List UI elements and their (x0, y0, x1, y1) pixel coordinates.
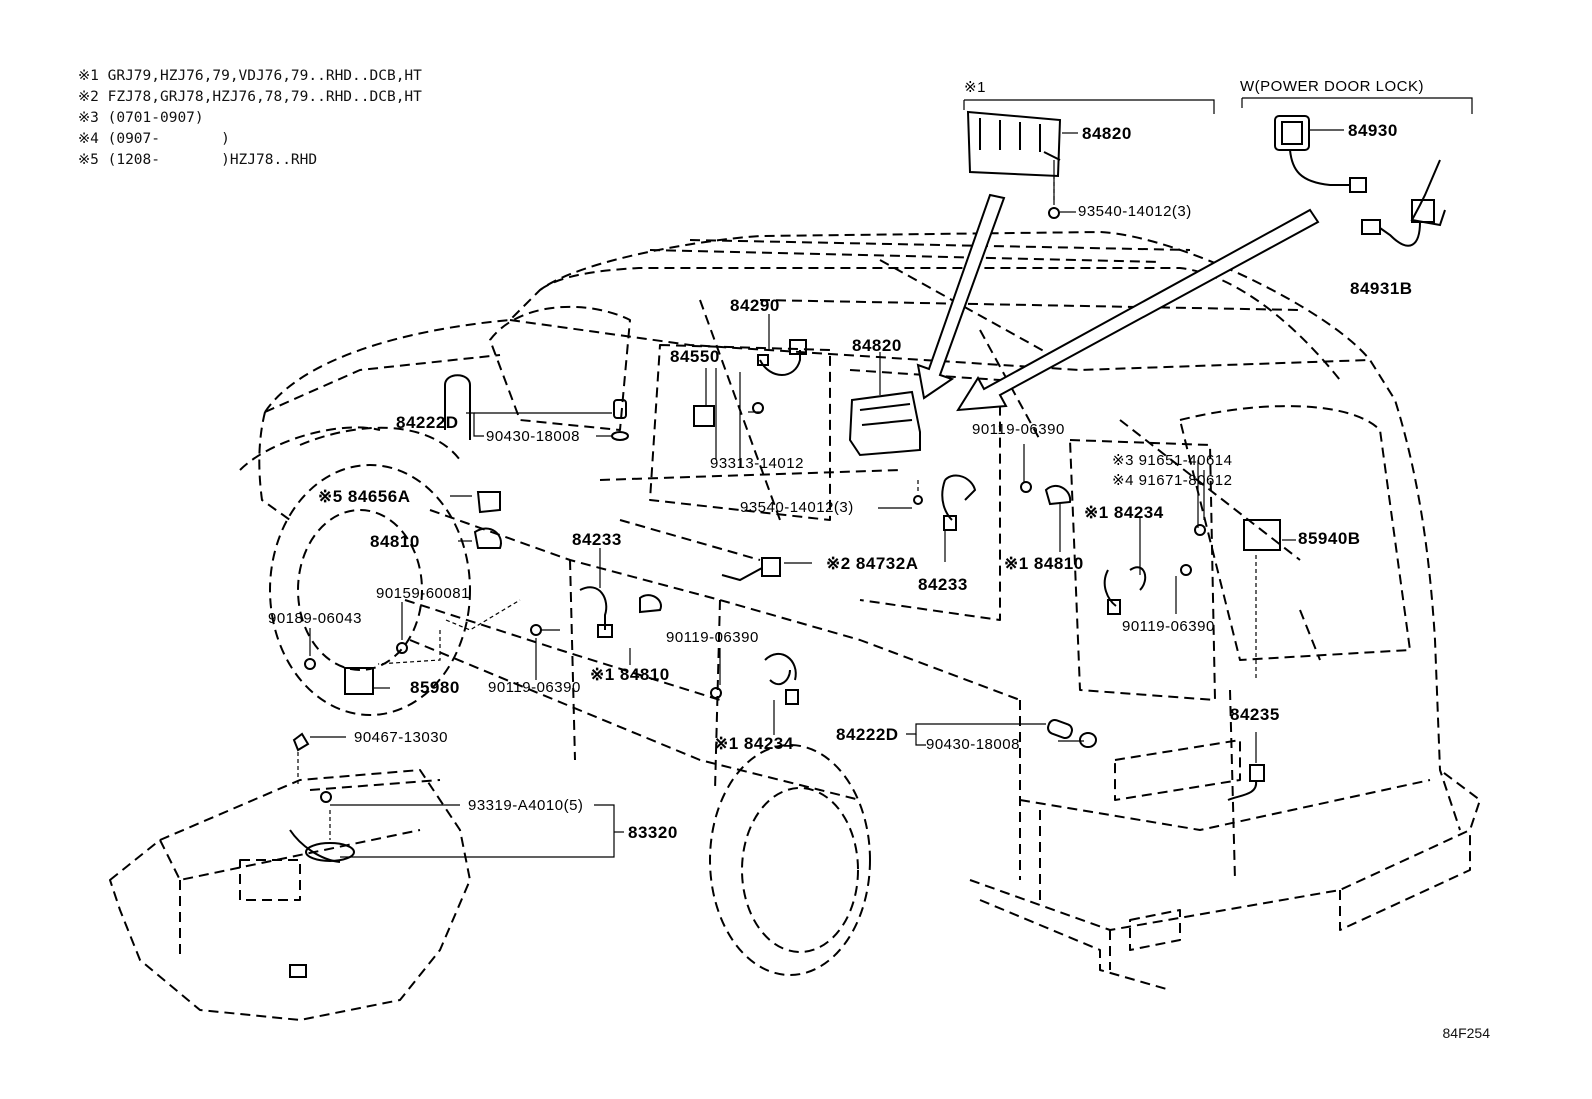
fuel-tank (109, 769, 471, 1021)
part-label-84233-center[interactable]: 84233 (918, 575, 968, 594)
master-switch-84820-mid (848, 390, 921, 457)
part-label-93313[interactable]: 93313-14012 (710, 455, 804, 472)
part-label-84810-left[interactable]: 84810 (370, 532, 420, 551)
part-label-90189[interactable]: 90189-06043 (268, 610, 362, 627)
group-label-1: ※1 (964, 79, 986, 96)
part-label-84732a[interactable]: ※2 84732A (826, 554, 919, 573)
note-4: ※4 (0907- ) (78, 131, 230, 147)
part-label-84234-low[interactable]: ※1 84234 (714, 734, 794, 753)
part-label-91651[interactable]: ※3 91651-40614 (1112, 452, 1233, 469)
part-label-90119-center[interactable]: 90119-06390 (666, 629, 759, 646)
arrow-to-84820 (916, 193, 1006, 400)
body-outline (264, 231, 1461, 831)
note-5: ※5 (1208- )HZJ78..RHD (78, 152, 318, 168)
part-label-84233-mid[interactable]: 84233 (572, 530, 622, 549)
part-label-90159[interactable]: 90159-60081 (376, 585, 470, 602)
part-label-84930[interactable]: 84930 (1348, 121, 1398, 140)
part-label-90119-left[interactable]: 90119-06390 (488, 679, 581, 696)
switch-84930 (1274, 115, 1310, 151)
relay-85940b (1243, 519, 1281, 551)
arrow-from-power-lock (956, 208, 1320, 412)
part-label-90430-top[interactable]: 90430-18008 (486, 428, 580, 445)
part-label-93319[interactable]: 93319-A4010(5) (468, 797, 584, 814)
part-label-84810-lower[interactable]: ※1 84810 (590, 665, 670, 684)
part-label-85940b[interactable]: 85940B (1298, 529, 1361, 548)
part-label-85980[interactable]: 85980 (410, 678, 460, 697)
applicability-notes: ※1 GRJ79,HZJ76,79,VDJ76,79..RHD..DCB,HT … (78, 66, 422, 171)
part-label-93540-mid[interactable]: 93540-14012(3) (740, 499, 854, 516)
part-label-90467[interactable]: 90467-13030 (354, 729, 448, 746)
part-label-93540-top[interactable]: 93540-14012(3) (1078, 203, 1192, 220)
part-label-84222d-top[interactable]: 84222D (396, 413, 459, 432)
part-label-84235[interactable]: 84235 (1230, 705, 1280, 724)
part-label-84290[interactable]: 84290 (730, 296, 780, 315)
figure-reference: 84F254 (1442, 1025, 1490, 1041)
part-label-84656a[interactable]: ※5 84656A (318, 487, 411, 506)
part-label-84550[interactable]: 84550 (670, 347, 720, 366)
master-switch-84820-top (966, 110, 1062, 178)
part-label-84820-top[interactable]: 84820 (1082, 124, 1132, 143)
note-2: ※2 FZJ78,GRJ78,HZJ76,78,79..RHD..DCB,HT (78, 89, 422, 105)
part-label-90119-rmid[interactable]: 90119-06390 (1122, 618, 1215, 635)
group-label-power-door-lock: W(POWER DOOR LOCK) (1240, 78, 1424, 95)
relay-85980 (344, 667, 374, 695)
part-label-84931b[interactable]: 84931B (1350, 279, 1413, 298)
part-label-84820-mid[interactable]: 84820 (852, 336, 902, 355)
part-label-84810-center[interactable]: ※1 84810 (1004, 554, 1084, 573)
part-label-84222d-low[interactable]: 84222D (836, 725, 899, 744)
part-label-83320[interactable]: 83320 (628, 823, 678, 842)
part-label-91671[interactable]: ※4 91671-80612 (1112, 472, 1233, 489)
actuator-84931b (1410, 159, 1446, 227)
part-label-90430-low[interactable]: 90430-18008 (926, 736, 1020, 753)
note-3: ※3 (0701-0907) (78, 110, 204, 126)
note-1: ※1 GRJ79,HZJ76,79,VDJ76,79..RHD..DCB,HT (78, 68, 422, 84)
part-label-90119-top[interactable]: 90119-06390 (972, 421, 1065, 438)
part-label-84234-right[interactable]: ※1 84234 (1084, 503, 1164, 522)
